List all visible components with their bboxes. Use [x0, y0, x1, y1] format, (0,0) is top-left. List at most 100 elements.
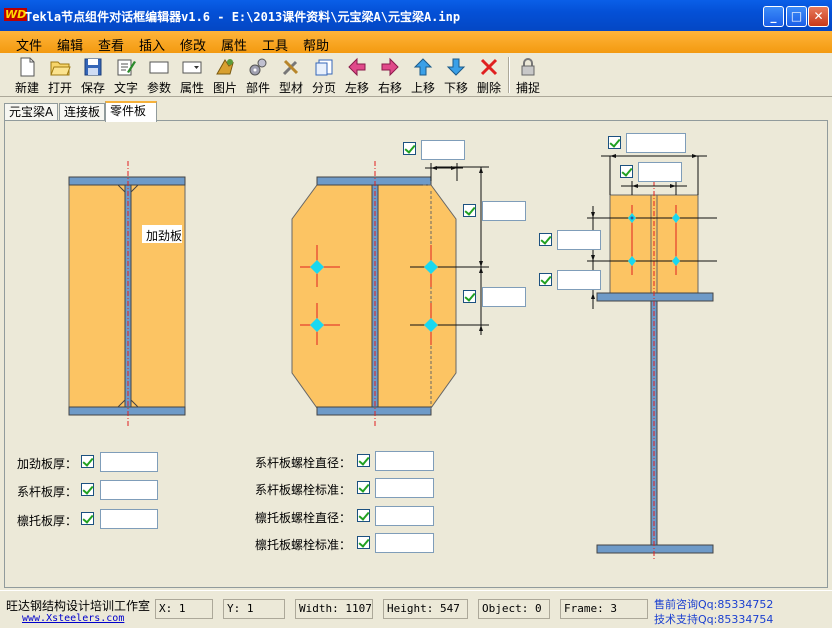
- support-contact: 技术支持Qq:85334754: [654, 613, 774, 626]
- status-bar: 旺达钢结构设计培训工作室 www.Xsteelers.com X: 1 Y: 1…: [0, 590, 832, 628]
- picture-icon: [216, 59, 234, 75]
- dim-checkbox-5[interactable]: [620, 165, 633, 178]
- menu-attribute[interactable]: 属性: [221, 39, 248, 54]
- lock-icon: [521, 58, 535, 76]
- dim-field-4[interactable]: [626, 133, 686, 153]
- parameter-button[interactable]: 参数: [142, 56, 176, 96]
- stiffener-thickness-field[interactable]: [100, 452, 158, 472]
- save-label: 保存: [80, 81, 105, 95]
- status-x: X: 1: [155, 599, 213, 619]
- dim-checkbox-7[interactable]: [539, 273, 552, 286]
- dim-field-3[interactable]: [482, 287, 526, 307]
- move-up-label: 上移: [410, 81, 435, 95]
- save-button[interactable]: 保存: [76, 56, 110, 96]
- stiffener-thickness-label: 加劲板厚：: [17, 457, 78, 471]
- new-label: 新建: [14, 81, 39, 95]
- purlin-plate-thickness-label: 檩托板厚：: [17, 514, 78, 528]
- purlin-bolt-standard-checkbox[interactable]: [357, 536, 370, 549]
- page-button[interactable]: 分页: [307, 56, 341, 96]
- snap-button[interactable]: 捕捉: [511, 56, 545, 96]
- stiffener-view: [68, 161, 186, 427]
- tab-yuanbao-beam[interactable]: 元宝梁A: [4, 103, 58, 121]
- tie-plate-thickness-field[interactable]: [100, 480, 158, 500]
- tie-plate-thickness-label: 系杆板厚：: [17, 485, 78, 499]
- tab-panel: 加劲板 加劲板厚： 系杆板厚： 檩托板厚： 系杆板螺栓直径： 系杆板螺栓标准： …: [4, 120, 828, 588]
- tie-bolt-diameter-field[interactable]: [375, 451, 434, 471]
- move-up-button[interactable]: 上移: [406, 56, 440, 96]
- gear-icon: [249, 58, 267, 76]
- delete-x-icon: [480, 58, 498, 76]
- arrow-left-icon: [348, 57, 366, 77]
- move-left-button[interactable]: 左移: [340, 56, 374, 96]
- dim-field-1[interactable]: [421, 140, 465, 160]
- purlin-bolt-diameter-field[interactable]: [375, 506, 434, 526]
- website-link[interactable]: www.Xsteelers.com: [22, 613, 125, 624]
- menu-tools[interactable]: 工具: [262, 39, 289, 54]
- move-right-label: 右移: [377, 81, 402, 95]
- dim-field-6[interactable]: [557, 230, 601, 250]
- menu-edit[interactable]: 编辑: [57, 39, 84, 54]
- menu-file[interactable]: 文件: [16, 39, 43, 54]
- text-label: 文字: [113, 81, 138, 95]
- tie-plate-thickness-checkbox[interactable]: [81, 483, 94, 496]
- profile-button[interactable]: 型材: [274, 56, 308, 96]
- minimize-button[interactable]: _: [763, 6, 784, 27]
- menu-bar: 文件 编辑 查看 插入 修改 属性 工具 帮助: [0, 31, 832, 54]
- purlin-bolt-diameter-checkbox[interactable]: [357, 509, 370, 522]
- tie-bolt-standard-field[interactable]: [375, 478, 434, 498]
- dim-checkbox-3[interactable]: [463, 290, 476, 303]
- tie-bolt-standard-label: 系杆板螺栓标准：: [255, 483, 352, 497]
- tie-plate-view: [291, 161, 489, 427]
- new-button[interactable]: 新建: [10, 56, 44, 96]
- component-button[interactable]: 部件: [241, 56, 275, 96]
- presale-contact: 售前咨询Qq:85334752: [654, 598, 774, 611]
- close-button[interactable]: ✕: [808, 6, 829, 27]
- stiffener-thickness-checkbox[interactable]: [81, 455, 94, 468]
- menu-help[interactable]: 帮助: [303, 39, 330, 54]
- parameter-box-icon: [149, 61, 169, 74]
- dim-checkbox-1[interactable]: [403, 142, 416, 155]
- arrow-down-icon: [446, 58, 466, 76]
- text-edit-icon: [117, 59, 136, 76]
- snap-label: 捕捉: [515, 81, 540, 95]
- purlin-support-view: [587, 154, 717, 561]
- status-width: Width: 1107: [295, 599, 373, 619]
- attribute-dropdown-icon: [182, 61, 202, 74]
- tab-part-plate[interactable]: 零件板: [105, 101, 157, 122]
- maximize-button[interactable]: □: [786, 6, 807, 27]
- open-folder-icon: [50, 61, 71, 76]
- purlin-plate-thickness-checkbox[interactable]: [81, 512, 94, 525]
- page-label: 分页: [311, 81, 336, 95]
- tie-bolt-diameter-checkbox[interactable]: [357, 454, 370, 467]
- attribute-label: 属性: [179, 81, 204, 95]
- purlin-bolt-standard-field[interactable]: [375, 533, 434, 553]
- menu-view[interactable]: 查看: [98, 39, 125, 54]
- status-y: Y: 1: [223, 599, 285, 619]
- dim-field-5[interactable]: [638, 162, 682, 182]
- move-right-button[interactable]: 右移: [373, 56, 407, 96]
- attribute-button[interactable]: 属性: [175, 56, 209, 96]
- dim-checkbox-2[interactable]: [463, 204, 476, 217]
- purlin-plate-thickness-field[interactable]: [100, 509, 158, 529]
- menu-modify[interactable]: 修改: [180, 39, 207, 54]
- delete-label: 删除: [476, 81, 501, 95]
- tab-connection-plate[interactable]: 连接板: [59, 103, 105, 121]
- open-button[interactable]: 打开: [43, 56, 77, 96]
- title-bar[interactable]: WD Tekla节点组件对话框编辑器v1.6 - E:\2013课件资料\元宝梁…: [0, 0, 832, 31]
- dim-field-7[interactable]: [557, 270, 601, 290]
- dim-checkbox-6[interactable]: [539, 233, 552, 246]
- menu-insert[interactable]: 插入: [139, 39, 166, 54]
- open-label: 打开: [47, 81, 72, 95]
- text-button[interactable]: 文字: [109, 56, 143, 96]
- move-left-label: 左移: [344, 81, 369, 95]
- dim-checkbox-4[interactable]: [608, 136, 621, 149]
- page-icon: [315, 59, 333, 76]
- dim-field-2[interactable]: [482, 201, 526, 221]
- move-down-button[interactable]: 下移: [439, 56, 473, 96]
- picture-button[interactable]: 图片: [208, 56, 242, 96]
- tie-bolt-standard-checkbox[interactable]: [357, 481, 370, 494]
- app-logo-icon: WD: [4, 8, 28, 21]
- new-file-icon: [20, 57, 35, 77]
- status-frame: Frame: 3: [560, 599, 648, 619]
- delete-button[interactable]: 删除: [472, 56, 506, 96]
